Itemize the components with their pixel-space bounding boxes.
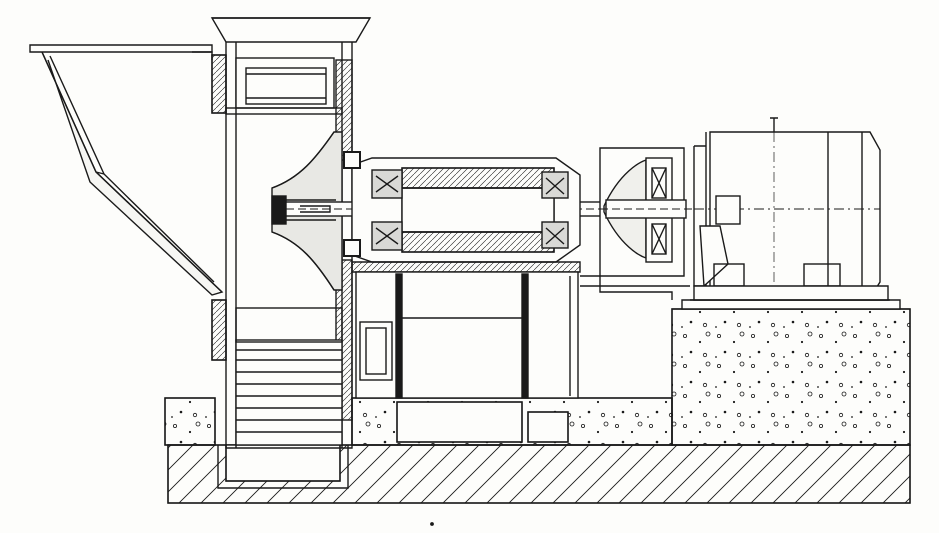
base-frame (580, 275, 690, 300)
shaft-seal (343, 151, 361, 257)
lower-chamber-plates (235, 307, 343, 446)
inlet-hopper (29, 44, 224, 296)
bearing-pedestal (351, 261, 581, 399)
electric-motor (690, 117, 890, 301)
bearing-housing (351, 157, 581, 263)
foundation-block-left (164, 397, 216, 446)
upper-chamber (225, 57, 343, 115)
motor-pedestal (671, 299, 911, 446)
sump-pit (217, 444, 349, 489)
foundation-block-middle (351, 397, 673, 446)
drawing-speck (430, 522, 434, 526)
flexible-coupling (599, 147, 700, 277)
